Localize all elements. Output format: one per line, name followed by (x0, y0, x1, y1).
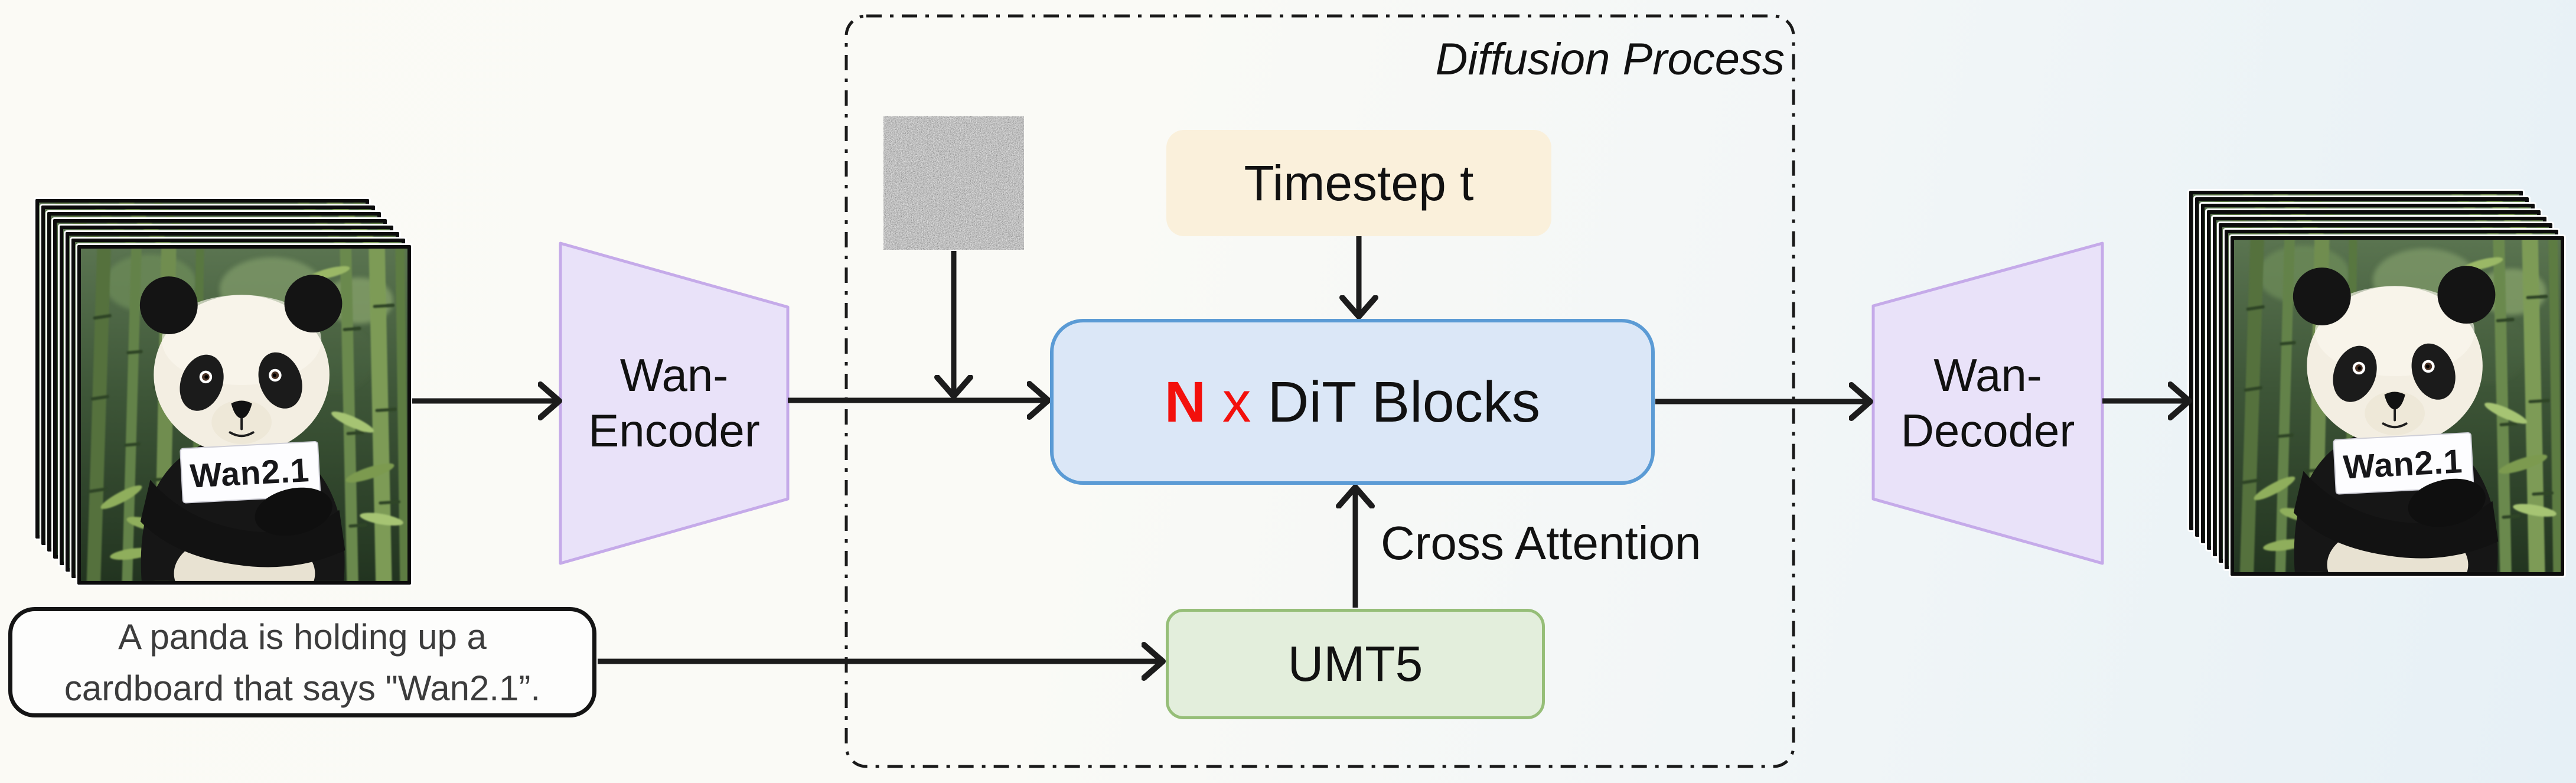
encoder-label-line2: Encoder (588, 404, 760, 456)
noise-latent-image (883, 116, 1024, 250)
timestep-label: Timestep t (1244, 155, 1474, 211)
dit-times-symbol: x (1222, 369, 1251, 434)
prompt-line-2: cardboard that says "Wan2.1”. (64, 668, 541, 708)
umt5-box: UMT5 (1166, 609, 1545, 719)
dit-n-count: N (1164, 369, 1206, 434)
dit-blocks-box: N x DiT Blocks (1050, 319, 1655, 485)
timestep-box: Timestep t (1166, 130, 1551, 236)
decoder-label-line2: Decoder (1900, 404, 2075, 456)
video-frame-front (2231, 236, 2564, 576)
dit-blocks-label: DiT Blocks (1267, 369, 1541, 434)
decoder-label-line1: Wan- (1933, 349, 2042, 402)
video-frame-front (77, 245, 411, 585)
encoder-label-line1: Wan- (619, 349, 729, 402)
wan-decoder-label: Wan- Decoder (1873, 243, 2102, 563)
umt5-label: UMT5 (1287, 636, 1423, 691)
diffusion-process-title: Diffusion Process (1435, 34, 1785, 84)
prompt-line-1: A panda is holding up a (118, 616, 487, 657)
wan-encoder-label: Wan- Encoder (560, 243, 788, 563)
cross-attention-label: Cross Attention (1381, 517, 1701, 569)
prompt-text-box: A panda is holding up a cardboard that s… (8, 607, 596, 717)
